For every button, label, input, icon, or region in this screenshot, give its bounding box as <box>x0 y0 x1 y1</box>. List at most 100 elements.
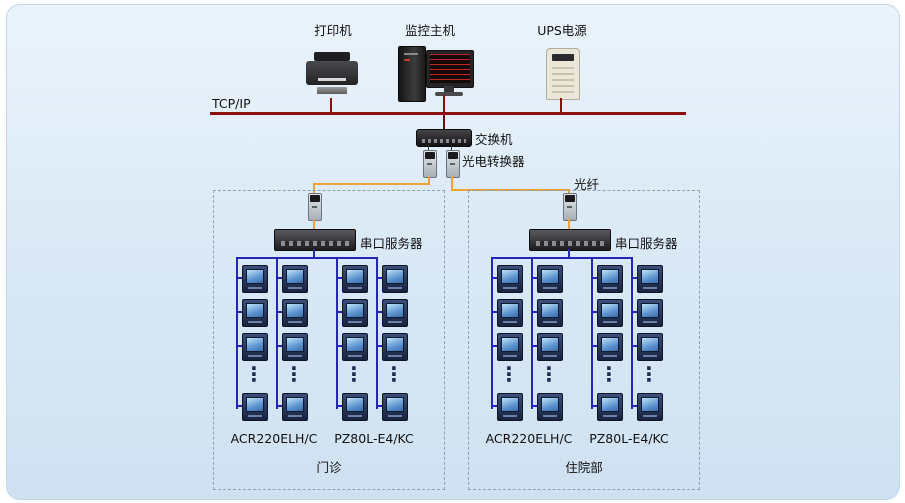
meter-buttons <box>543 355 557 357</box>
meter-screen <box>246 337 264 352</box>
power-meter-icon <box>242 299 268 327</box>
meter-screen <box>286 269 304 284</box>
meter-screen <box>641 269 659 284</box>
meter-wire-stub <box>236 277 242 279</box>
meter-screen <box>501 269 519 284</box>
meter-buttons <box>643 287 657 289</box>
meter-screen <box>286 303 304 318</box>
meter-screen <box>386 303 404 318</box>
printer-top <box>314 52 350 61</box>
meter-wire-stub <box>531 345 537 347</box>
meter-buttons <box>503 321 517 323</box>
serial-server-icon <box>274 229 356 251</box>
meter-screen <box>286 397 304 412</box>
power-meter-icon <box>497 393 523 421</box>
monitor-screen <box>430 54 470 83</box>
meter-wire-stub <box>276 311 282 313</box>
power-meter-icon <box>242 333 268 361</box>
meter-wire-stub <box>376 311 382 313</box>
power-meter-icon <box>342 299 368 327</box>
meter-wire-stub <box>336 277 342 279</box>
meter-screen <box>541 303 559 318</box>
meter-wire-stub <box>631 345 637 347</box>
meter-wire-stub <box>591 345 597 347</box>
media-converter-icon <box>446 150 460 178</box>
meter-model-label: PZ80L-E4/KC <box>589 431 669 446</box>
meter-wire-stub <box>236 405 242 407</box>
monitor-icon <box>426 50 474 88</box>
meter-column: ⋮ <box>236 265 268 423</box>
meter-wire <box>491 257 493 409</box>
power-meter-icon <box>637 333 663 361</box>
fiber-line <box>451 176 453 189</box>
more-meters-ellipsis: ⋮ <box>284 362 304 386</box>
fiber-label: 光纤 <box>574 177 600 192</box>
power-meter-icon <box>342 265 368 293</box>
switch-label: 交换机 <box>475 132 513 147</box>
meter-wire <box>236 257 238 409</box>
meter-wire-stub <box>491 277 497 279</box>
meter-buttons <box>603 321 617 323</box>
meter-screen <box>601 269 619 284</box>
power-meter-icon <box>497 299 523 327</box>
power-meter-icon <box>282 299 308 327</box>
power-meter-icon <box>382 333 408 361</box>
meter-buttons <box>288 287 302 289</box>
converter-stem-line <box>428 145 429 152</box>
meter-screen <box>501 397 519 412</box>
meter-column: ⋮ <box>531 265 563 423</box>
tcpip-label: TCP/IP <box>212 96 251 111</box>
meter-wire <box>336 257 338 409</box>
power-meter-icon <box>342 393 368 421</box>
power-meter-icon <box>537 299 563 327</box>
meter-wire <box>631 257 633 409</box>
meter-column: ⋮ <box>376 265 408 423</box>
meter-buttons <box>603 415 617 417</box>
printer-label: 打印机 <box>314 23 352 38</box>
meter-buttons <box>248 415 262 417</box>
meter-screen <box>541 397 559 412</box>
meter-model-label: ACR220ELH/C <box>230 431 318 446</box>
meter-wire-stub <box>336 405 342 407</box>
more-meters-ellipsis: ⋮ <box>499 362 519 386</box>
meter-buttons <box>643 355 657 357</box>
power-meter-icon <box>597 393 623 421</box>
meter-column: ⋮ <box>276 265 308 423</box>
meter-wire-stub <box>591 311 597 313</box>
meter-screen <box>386 397 404 412</box>
meter-screen <box>286 337 304 352</box>
power-meter-icon <box>537 333 563 361</box>
power-meter-icon <box>382 299 408 327</box>
fiber-line <box>313 219 315 229</box>
ups-icon <box>546 48 580 100</box>
meter-column: ⋮ <box>336 265 368 423</box>
meter-column: ⋮ <box>631 265 663 423</box>
power-meter-icon <box>497 265 523 293</box>
power-meter-icon <box>382 265 408 293</box>
meter-buttons <box>503 287 517 289</box>
meter-screen <box>346 397 364 412</box>
power-meter-icon <box>382 393 408 421</box>
more-meters-ellipsis: ⋮ <box>539 362 559 386</box>
power-meter-icon <box>537 393 563 421</box>
meter-wire-stub <box>491 345 497 347</box>
meter-buttons <box>388 415 402 417</box>
meter-wire-stub <box>491 311 497 313</box>
inpatient-group: 串口服务器 ⋮ ⋮ ⋮ ⋮ ACR220ELH/C PZ80L-E4/KC 住院… <box>468 190 700 490</box>
fiber-line <box>428 176 430 184</box>
power-meter-icon <box>637 393 663 421</box>
power-meter-icon <box>637 299 663 327</box>
meter-buttons <box>388 321 402 323</box>
meter-buttons <box>348 287 362 289</box>
meter-wire-stub <box>531 311 537 313</box>
outpatient-group: 串口服务器 ⋮ ⋮ ⋮ ⋮ ACR220ELH/C PZ80L-E4/KC 门诊 <box>213 190 445 490</box>
meter-wire-stub <box>236 311 242 313</box>
meter-wire-stub <box>236 345 242 347</box>
meter-screen <box>541 337 559 352</box>
meter-screen <box>246 269 264 284</box>
meter-wire-stub <box>631 405 637 407</box>
meter-buttons <box>348 415 362 417</box>
meter-wire-stub <box>591 277 597 279</box>
switch-uplink-line <box>443 115 445 130</box>
